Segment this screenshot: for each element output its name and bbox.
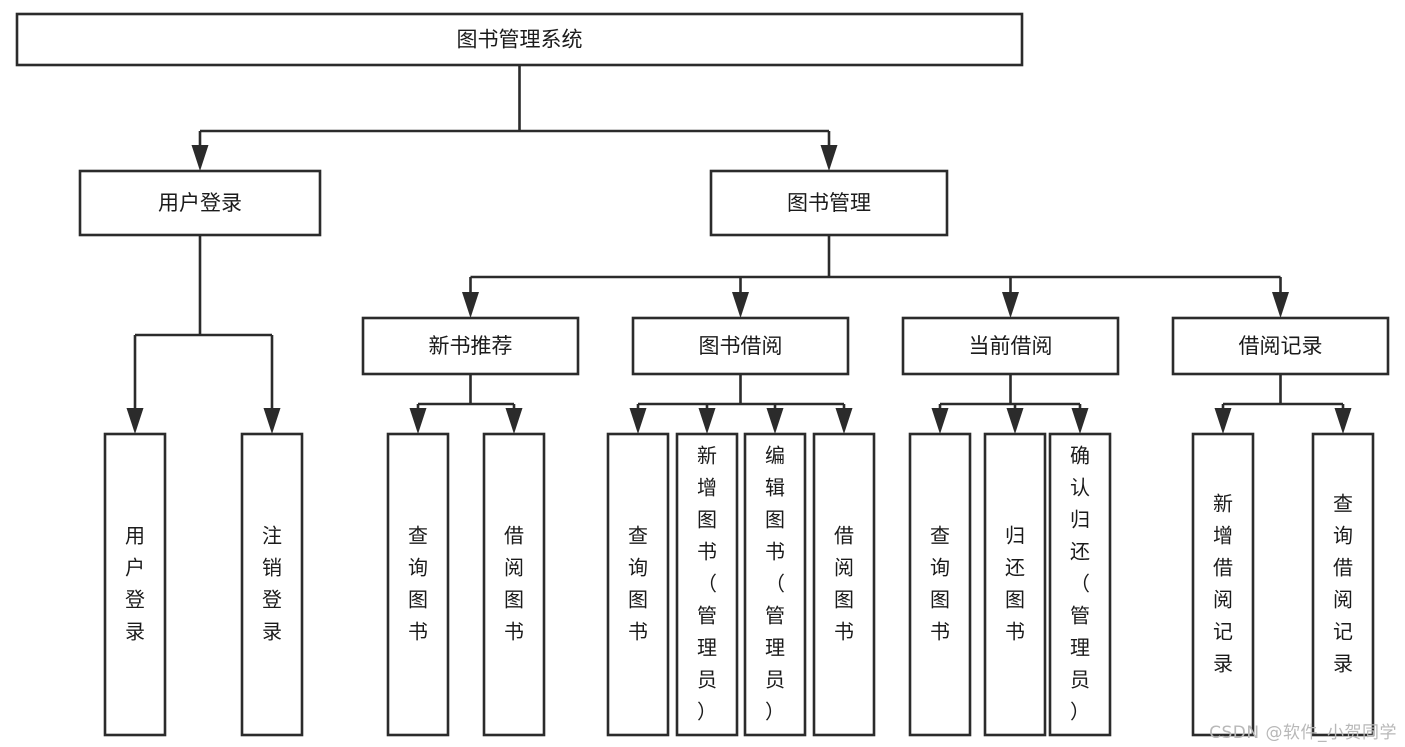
node-box (1048, 432, 1112, 737)
arrow-head (1214, 408, 1232, 434)
node-leaf-query-borrow-record[interactable]: 查询借阅记录 (1311, 432, 1375, 737)
arrow-head (505, 408, 523, 434)
arrow-head (629, 408, 647, 434)
node-root[interactable]: 图书管理系统 (15, 12, 1024, 67)
node-box (361, 316, 580, 376)
node-leaf-borrow-book-2[interactable]: 借阅图书 (812, 432, 876, 737)
arrow-head (1334, 408, 1352, 434)
arrow-head (820, 145, 838, 171)
arrow-head (766, 408, 784, 434)
connectors-layer (126, 65, 1352, 434)
node-box (240, 432, 304, 737)
node-box (908, 432, 972, 737)
node-label: 新增图书（管理员） (697, 443, 717, 723)
node-box (812, 432, 876, 737)
arrow-head (931, 408, 949, 434)
node-label: 确认归还（管理员） (1070, 443, 1090, 723)
node-box (1191, 432, 1255, 737)
node-label: 查询图书 (930, 523, 950, 643)
node-leaf-query-book-2[interactable]: 查询图书 (606, 432, 670, 737)
node-label: 归还图书 (1005, 523, 1025, 643)
arrow-head (698, 408, 716, 434)
arrow-head (126, 408, 144, 434)
node-label: 图书管理 (787, 191, 871, 215)
node-leaf-logout-login[interactable]: 注销登录 (240, 432, 304, 737)
arrow-head (191, 145, 209, 171)
node-label: 借阅记录 (1239, 334, 1323, 358)
arrow-head (1006, 408, 1024, 434)
node-box (631, 316, 850, 376)
node-label: 图书管理系统 (457, 28, 583, 52)
node-user-login[interactable]: 用户登录 (78, 169, 322, 237)
node-box (675, 432, 739, 737)
node-label: 新增借阅记录 (1213, 491, 1233, 675)
arrow-head (1272, 292, 1289, 318)
node-label: 新书推荐 (429, 334, 513, 358)
node-box (15, 12, 1024, 67)
node-label: 当前借阅 (969, 334, 1053, 358)
node-leaf-add-borrow-record[interactable]: 新增借阅记录 (1191, 432, 1255, 737)
node-box (482, 432, 546, 737)
node-box (743, 432, 807, 737)
node-box (901, 316, 1120, 376)
node-leaf-return-book[interactable]: 归还图书 (983, 432, 1047, 737)
node-box (103, 432, 167, 737)
arrow-head (409, 408, 427, 434)
node-leaf-edit-book-admin[interactable]: 编辑图书（管理员） (743, 432, 807, 737)
node-leaf-confirm-return[interactable]: 确认归还（管理员） (1048, 432, 1112, 737)
node-box (709, 169, 949, 237)
node-label: 注销登录 (262, 523, 282, 643)
node-label: 编辑图书（管理员） (765, 443, 785, 723)
node-box (983, 432, 1047, 737)
node-book-management[interactable]: 图书管理 (709, 169, 949, 237)
node-box (1311, 432, 1375, 737)
arrow-head (1071, 408, 1089, 434)
arrow-head (1002, 292, 1019, 318)
node-label: 借阅图书 (834, 523, 854, 643)
nodes-layer: 图书管理系统用户登录图书管理新书推荐图书借阅当前借阅借阅记录用户登录注销登录查询… (15, 12, 1390, 737)
node-label: 查询图书 (408, 523, 428, 643)
node-label: 图书借阅 (699, 334, 783, 358)
node-current-borrow[interactable]: 当前借阅 (901, 316, 1120, 376)
node-box (386, 432, 450, 737)
node-new-book-recommend[interactable]: 新书推荐 (361, 316, 580, 376)
node-box (1171, 316, 1390, 376)
node-leaf-query-book-1[interactable]: 查询图书 (386, 432, 450, 737)
node-label: 用户登录 (158, 191, 242, 215)
node-leaf-borrow-book-1[interactable]: 借阅图书 (482, 432, 546, 737)
arrow-head (732, 292, 749, 318)
node-box (78, 169, 322, 237)
node-leaf-query-book-3[interactable]: 查询图书 (908, 432, 972, 737)
node-book-borrow[interactable]: 图书借阅 (631, 316, 850, 376)
node-label: 借阅图书 (504, 523, 524, 643)
arrow-head (462, 292, 479, 318)
node-leaf-add-book-admin[interactable]: 新增图书（管理员） (675, 432, 739, 737)
node-borrow-record[interactable]: 借阅记录 (1171, 316, 1390, 376)
node-label: 用户登录 (125, 523, 145, 643)
node-leaf-user-login[interactable]: 用户登录 (103, 432, 167, 737)
node-label: 查询借阅记录 (1333, 491, 1353, 675)
node-label: 查询图书 (628, 523, 648, 643)
arrow-head (835, 408, 853, 434)
arrow-head (263, 408, 281, 434)
node-box (606, 432, 670, 737)
